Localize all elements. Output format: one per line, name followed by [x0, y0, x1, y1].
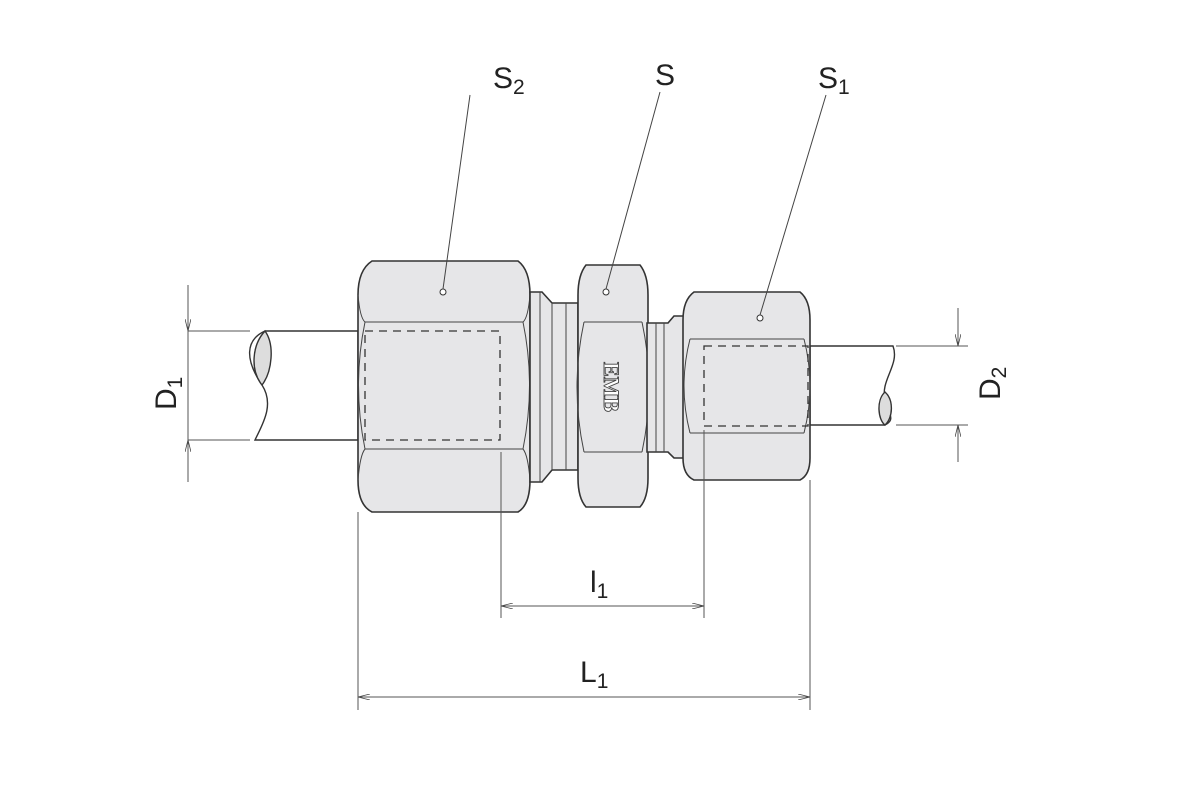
left-bore-hidden [364, 330, 501, 441]
logo-emb: EMB [599, 362, 624, 412]
label-s: S [655, 59, 675, 92]
label-l1-total: L1 [580, 656, 608, 693]
label-d2: D2 [974, 367, 1011, 400]
nut-s1 [682, 291, 811, 481]
body-hex-s: EMB [576, 264, 650, 508]
label-d1: D1 [150, 377, 187, 410]
dimension-lines [188, 285, 968, 710]
left-tube [248, 329, 359, 441]
leader-lines [442, 91, 827, 316]
label-l1-small: l1 [590, 566, 608, 603]
right-bore-hidden [703, 345, 809, 427]
label-s2: S2 [493, 62, 525, 99]
nut-s2 [357, 260, 531, 513]
label-s1: S1 [818, 62, 850, 99]
neck-right [646, 315, 686, 459]
right-tube [809, 345, 896, 426]
neck-left [529, 291, 579, 483]
